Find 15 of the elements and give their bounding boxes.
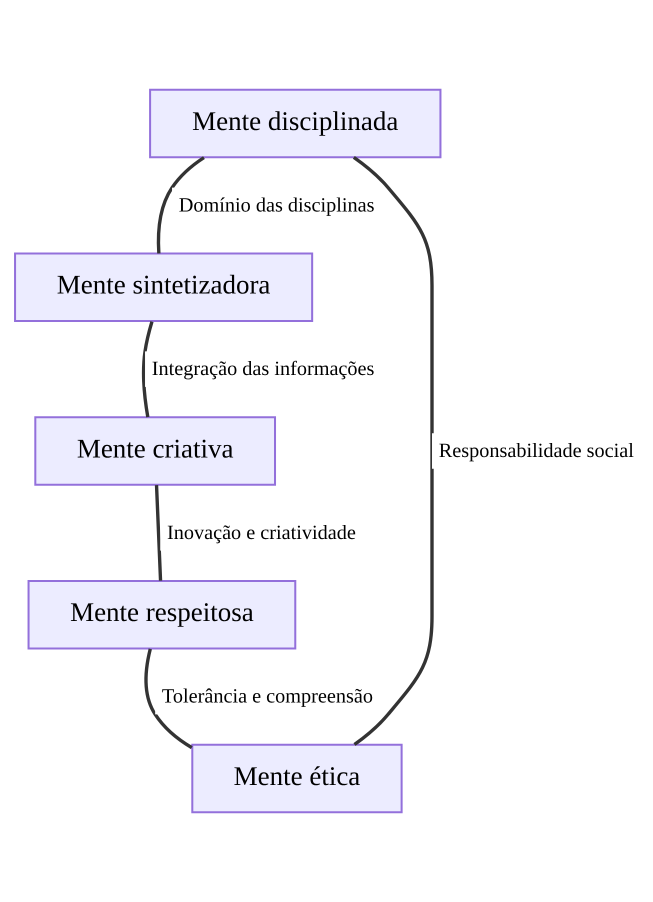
node-box: Mente ética bbox=[191, 744, 403, 814]
connector bbox=[142, 321, 154, 418]
connector bbox=[156, 156, 205, 254]
node-box: Mente criativa bbox=[34, 416, 276, 486]
node-box: Mente sintetizadora bbox=[14, 252, 314, 322]
edge-label: Tolerância e compreensão bbox=[162, 686, 374, 708]
edge-label: Domínio das disciplinas bbox=[178, 194, 375, 216]
node-box: Mente respeitosa bbox=[28, 580, 296, 650]
edge-label: Integração das informações bbox=[152, 358, 374, 380]
connector bbox=[154, 485, 162, 581]
node-box: Mente disciplinada bbox=[149, 88, 442, 158]
connector bbox=[144, 648, 193, 750]
edge-label: Inovação e criatividade bbox=[166, 522, 356, 544]
edge-label: Responsabilidade social bbox=[438, 440, 634, 462]
connector bbox=[352, 156, 434, 746]
